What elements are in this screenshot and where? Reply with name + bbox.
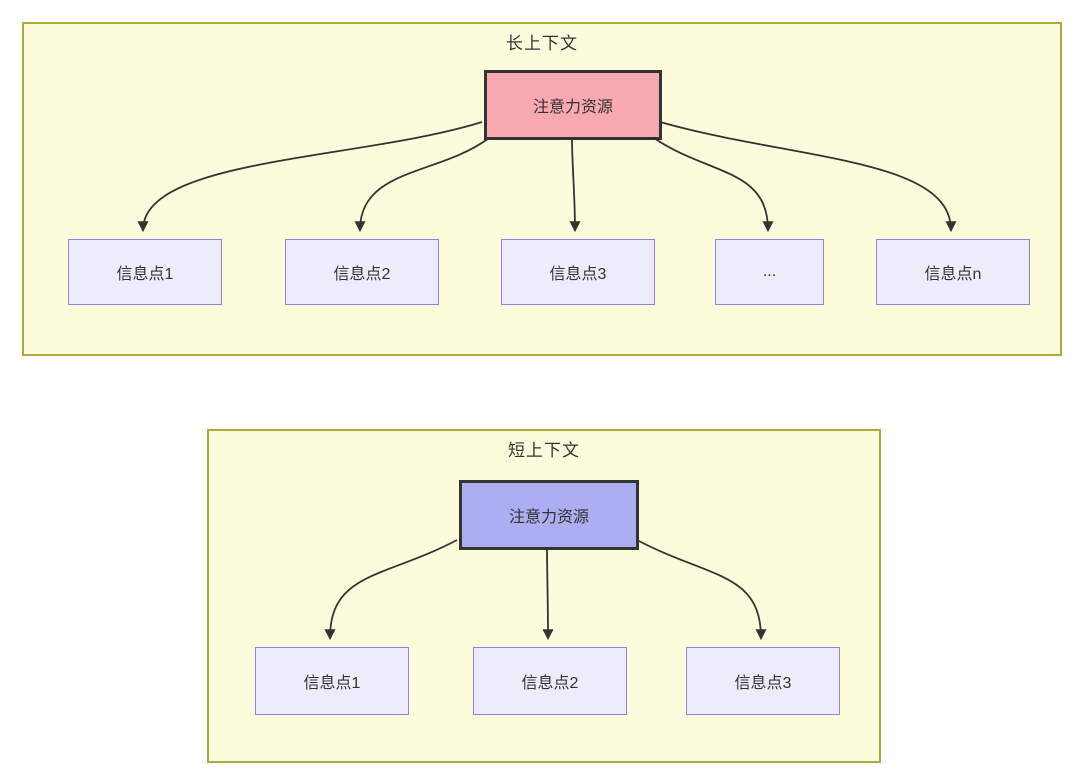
long-context-section: 长上下文 注意力资源 信息点1 信息点2 信息点3 ... 信息点n <box>22 22 1062 356</box>
long-info-label-1: 信息点1 <box>116 266 174 283</box>
long-info-node-2: 信息点2 <box>285 239 439 305</box>
long-info-label-ellipsis: ... <box>762 263 777 280</box>
long-info-label-2: 信息点2 <box>333 266 391 283</box>
short-info-node-2: 信息点2 <box>473 647 627 715</box>
long-info-node-ellipsis: ... <box>715 239 824 305</box>
short-info-node-3: 信息点3 <box>686 647 840 715</box>
long-context-title: 长上下文 <box>506 34 578 53</box>
short-attention-label: 注意力资源 <box>508 509 589 526</box>
short-info-node-1: 信息点1 <box>255 647 409 715</box>
short-info-label-1: 信息点1 <box>303 675 361 692</box>
short-info-label-2: 信息点2 <box>521 675 579 692</box>
short-context-section: 短上下文 注意力资源 信息点1 信息点2 信息点3 <box>207 429 881 763</box>
long-attention-node: 注意力资源 <box>484 70 662 140</box>
short-context-title: 短上下文 <box>508 441 580 460</box>
long-attention-label: 注意力资源 <box>532 99 613 116</box>
long-info-label-n: 信息点n <box>924 266 982 283</box>
long-info-node-1: 信息点1 <box>68 239 222 305</box>
long-info-node-3: 信息点3 <box>501 239 655 305</box>
long-info-node-n: 信息点n <box>876 239 1030 305</box>
long-info-label-3: 信息点3 <box>549 266 607 283</box>
short-attention-node: 注意力资源 <box>459 480 639 550</box>
short-info-label-3: 信息点3 <box>734 675 792 692</box>
